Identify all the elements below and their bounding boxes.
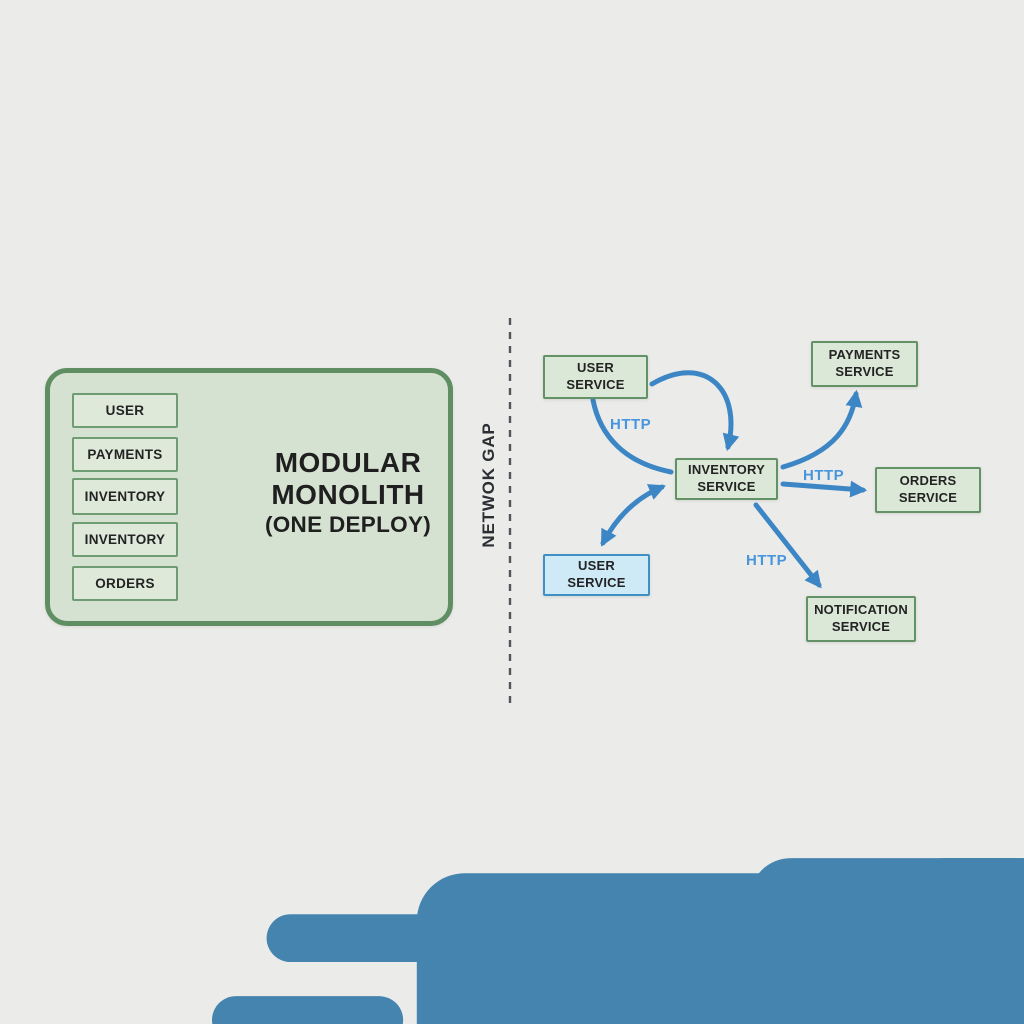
arrow-inventory-to-notification xyxy=(753,502,822,589)
service-box-user-blue: USER SERVICE xyxy=(543,554,650,596)
module-box-inventory-2: INVENTORY xyxy=(72,522,178,557)
service-box-orders: ORDERS SERVICE xyxy=(875,467,981,513)
http-edge-label: HTTP xyxy=(803,467,845,484)
module-label: ORDERS xyxy=(95,576,155,591)
service-label-line: SERVICE xyxy=(566,377,625,392)
monolith-title-line3: (ONE DEPLOY) xyxy=(264,512,432,537)
arrow-user-to-inventory-http xyxy=(590,397,674,475)
service-label-line: SERVICE xyxy=(697,479,756,494)
module-label: PAYMENTS xyxy=(87,447,163,462)
service-label-line: SERVICE xyxy=(831,619,891,634)
module-label: INVENTORY xyxy=(84,532,166,547)
service-label-line: SERVICE xyxy=(835,364,894,379)
service-label-line: SERVICE xyxy=(567,575,626,590)
monolith-title-line2: MONOLITH xyxy=(271,479,425,510)
arrow-user-blue-inventory-bidirectional xyxy=(600,484,666,547)
module-box-orders: ORDERS xyxy=(72,566,178,601)
service-box-notification: NOTIFICATION SERVICE xyxy=(806,596,916,642)
module-label: INVENTORY xyxy=(84,489,166,504)
http-edge-label: HTTP xyxy=(610,416,652,433)
network-gap-label: NETWOK GAP xyxy=(479,422,498,548)
service-label-line: NOTIFICATION xyxy=(814,602,908,618)
service-label-line: ORDERS xyxy=(899,473,957,489)
service-label-line: SERVICE xyxy=(898,490,958,505)
service-label-line: PAYMENTS xyxy=(828,347,901,363)
monolith-title: MODULAR MONOLITH (ONE DEPLOY) xyxy=(248,449,448,537)
service-label-line: INVENTORY xyxy=(688,462,765,478)
module-box-payments: PAYMENTS xyxy=(72,437,178,472)
service-box-user: USER SERVICE xyxy=(543,355,648,399)
service-label-line: USER xyxy=(577,360,614,376)
arrow-inventory-to-payments xyxy=(780,389,863,470)
service-label-line: USER xyxy=(578,558,615,574)
module-box-user: USER xyxy=(72,393,178,428)
service-box-inventory: INVENTORY SERVICE xyxy=(675,458,778,500)
service-box-payments: PAYMENTS SERVICE xyxy=(811,341,918,387)
monolith-title-line1: MODULAR xyxy=(274,447,422,478)
service-http-arrows xyxy=(590,370,868,589)
module-label: USER xyxy=(105,403,145,418)
arrow-inventory-to-orders xyxy=(780,480,868,498)
http-edge-label: HTTP xyxy=(746,552,788,569)
module-box-inventory: INVENTORY xyxy=(72,478,178,515)
arrow-user-to-inventory-top xyxy=(649,370,740,452)
